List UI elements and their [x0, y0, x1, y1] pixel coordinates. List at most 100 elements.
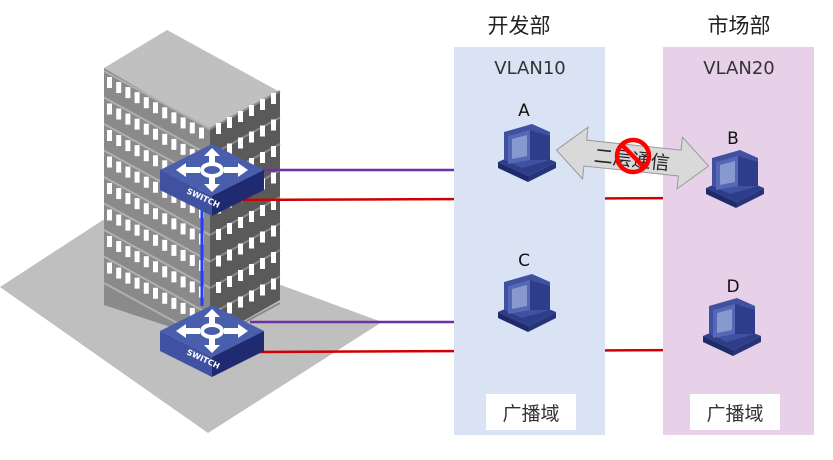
window — [162, 133, 168, 145]
window — [162, 292, 168, 304]
window — [271, 119, 276, 131]
window — [116, 214, 122, 226]
host-a-label: A — [518, 101, 530, 121]
window — [271, 93, 276, 104]
window — [134, 277, 140, 289]
window — [216, 229, 221, 240]
window — [227, 302, 232, 314]
window — [249, 237, 254, 249]
window — [189, 201, 195, 213]
window — [153, 261, 158, 273]
broadcast-domain-vlan20: 广播域 — [690, 394, 780, 430]
host-b-label: B — [727, 129, 739, 149]
window — [249, 211, 254, 222]
window — [260, 152, 265, 163]
host-c-label: C — [518, 251, 530, 271]
window — [125, 219, 131, 231]
window — [143, 256, 149, 268]
window — [153, 155, 158, 167]
window — [189, 254, 195, 266]
window — [249, 290, 254, 302]
window — [171, 218, 177, 230]
window — [180, 276, 186, 288]
window — [125, 113, 131, 125]
window — [116, 135, 122, 147]
window — [180, 249, 186, 261]
window — [116, 82, 122, 94]
window — [180, 223, 186, 235]
window — [171, 112, 177, 124]
window — [189, 122, 195, 134]
window — [116, 161, 122, 173]
window — [107, 183, 112, 194]
window — [153, 287, 158, 299]
window — [238, 243, 243, 255]
vlan20-panel — [663, 47, 814, 435]
window — [171, 138, 177, 150]
window — [107, 262, 112, 274]
window — [116, 267, 122, 279]
vlan10-panel — [454, 47, 605, 435]
vlan20-label: VLAN20 — [703, 58, 775, 79]
window — [227, 249, 232, 261]
window — [125, 246, 131, 258]
window — [271, 278, 276, 290]
window — [116, 188, 122, 200]
window — [162, 160, 168, 172]
window — [171, 297, 177, 309]
window — [107, 209, 112, 221]
window — [162, 266, 168, 278]
window — [125, 193, 131, 205]
window — [216, 123, 221, 134]
window — [271, 199, 276, 210]
window — [180, 143, 186, 155]
switch-upper[interactable]: SWITCH — [158, 142, 266, 218]
window — [189, 281, 195, 293]
window — [143, 123, 149, 135]
window — [238, 111, 243, 122]
window — [107, 236, 112, 247]
window — [227, 117, 232, 128]
department-marketing: 市场部 — [707, 14, 771, 38]
switch-lower[interactable]: SWITCH — [158, 303, 266, 379]
window — [171, 244, 177, 256]
window — [199, 127, 204, 139]
window — [249, 131, 254, 143]
window — [227, 276, 232, 287]
window — [107, 103, 112, 115]
window — [107, 77, 112, 88]
window — [134, 92, 140, 104]
window — [260, 99, 265, 110]
window — [153, 128, 158, 140]
window — [162, 239, 168, 251]
window — [189, 307, 195, 319]
window — [134, 171, 140, 183]
window — [260, 125, 265, 137]
window — [171, 191, 177, 203]
window — [143, 176, 149, 188]
window — [143, 203, 149, 215]
window — [260, 258, 265, 269]
window — [162, 213, 168, 225]
window — [107, 130, 112, 141]
window — [238, 137, 243, 149]
window — [143, 97, 149, 109]
window — [249, 264, 254, 275]
window — [134, 224, 140, 236]
window — [134, 145, 140, 157]
window — [180, 117, 186, 129]
window — [143, 282, 149, 294]
window — [171, 271, 177, 283]
window — [216, 255, 221, 267]
window — [271, 172, 276, 184]
window — [249, 105, 254, 116]
window — [271, 146, 276, 157]
window — [238, 270, 243, 281]
vlan10-label: VLAN10 — [494, 58, 566, 79]
window — [116, 241, 122, 253]
window — [107, 156, 112, 168]
window — [260, 284, 265, 296]
window — [238, 296, 243, 308]
